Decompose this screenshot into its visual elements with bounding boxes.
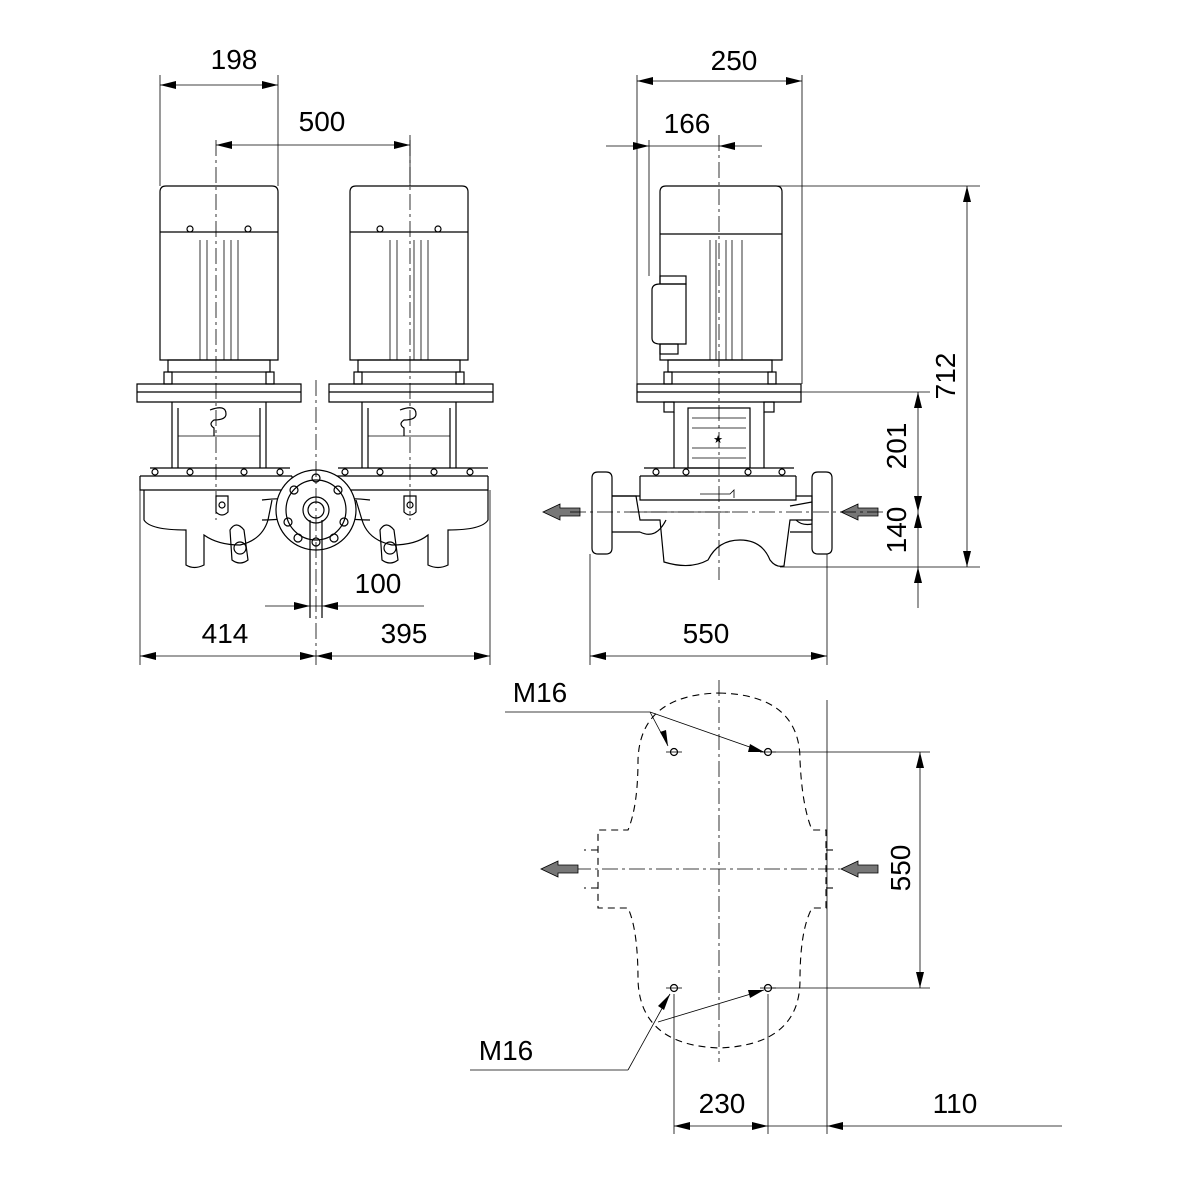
side-view: ★	[542, 45, 980, 665]
flow-arrow-icon	[840, 860, 879, 878]
dim-motor-width: 198	[211, 44, 258, 75]
flow-arrow-icon	[540, 860, 579, 878]
dim-motor-offset: 166	[664, 108, 711, 139]
flow-arrow-icon	[542, 503, 581, 521]
dim-center-to-right: 395	[381, 618, 428, 649]
front-view: 198 500 100 414 395	[136, 44, 494, 665]
flow-arrow-icon	[840, 503, 879, 521]
dim-pump-height: 201	[881, 423, 912, 470]
dim-bolt-spacing-horizontal: 230	[699, 1088, 746, 1119]
dim-port-to-port: 550	[683, 618, 730, 649]
dim-motor-overall: 250	[711, 45, 758, 76]
dim-bolt-spacing-vertical: 550	[885, 845, 916, 892]
plan-view: M16 M16 550 230 110	[470, 677, 1062, 1134]
dim-pump-center-distance: 500	[299, 106, 346, 137]
dim-port-height: 140	[881, 507, 912, 554]
dim-center-offset: 100	[355, 568, 402, 599]
left-motor	[136, 185, 302, 569]
dim-center-to-left: 414	[202, 618, 249, 649]
dim-port-offset: 110	[933, 1088, 978, 1119]
thread-label-top: M16	[513, 677, 567, 708]
grundfos-logo-icon: ★	[713, 434, 723, 446]
thread-label-bottom: M16	[479, 1035, 533, 1066]
dim-total-height: 712	[930, 353, 961, 400]
